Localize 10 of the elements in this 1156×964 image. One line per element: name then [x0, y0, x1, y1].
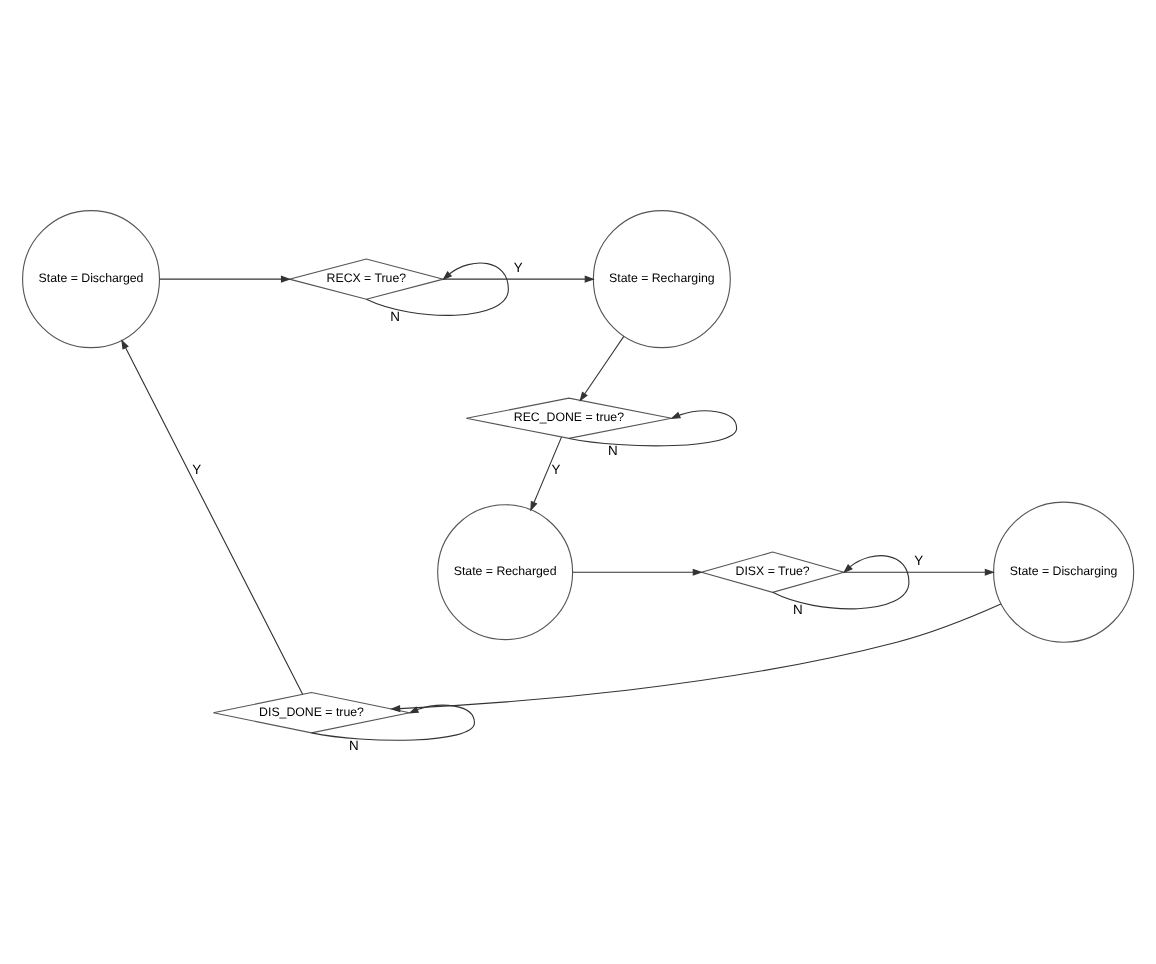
arrow [568, 410, 738, 447]
arrow [843, 568, 995, 576]
arrow [121, 339, 304, 695]
arrow [571, 568, 703, 576]
arrow [390, 603, 1002, 713]
arrow [310, 704, 475, 741]
arrow [443, 275, 595, 283]
arrow [579, 335, 625, 402]
arrow [530, 436, 563, 512]
arrow [159, 275, 292, 283]
